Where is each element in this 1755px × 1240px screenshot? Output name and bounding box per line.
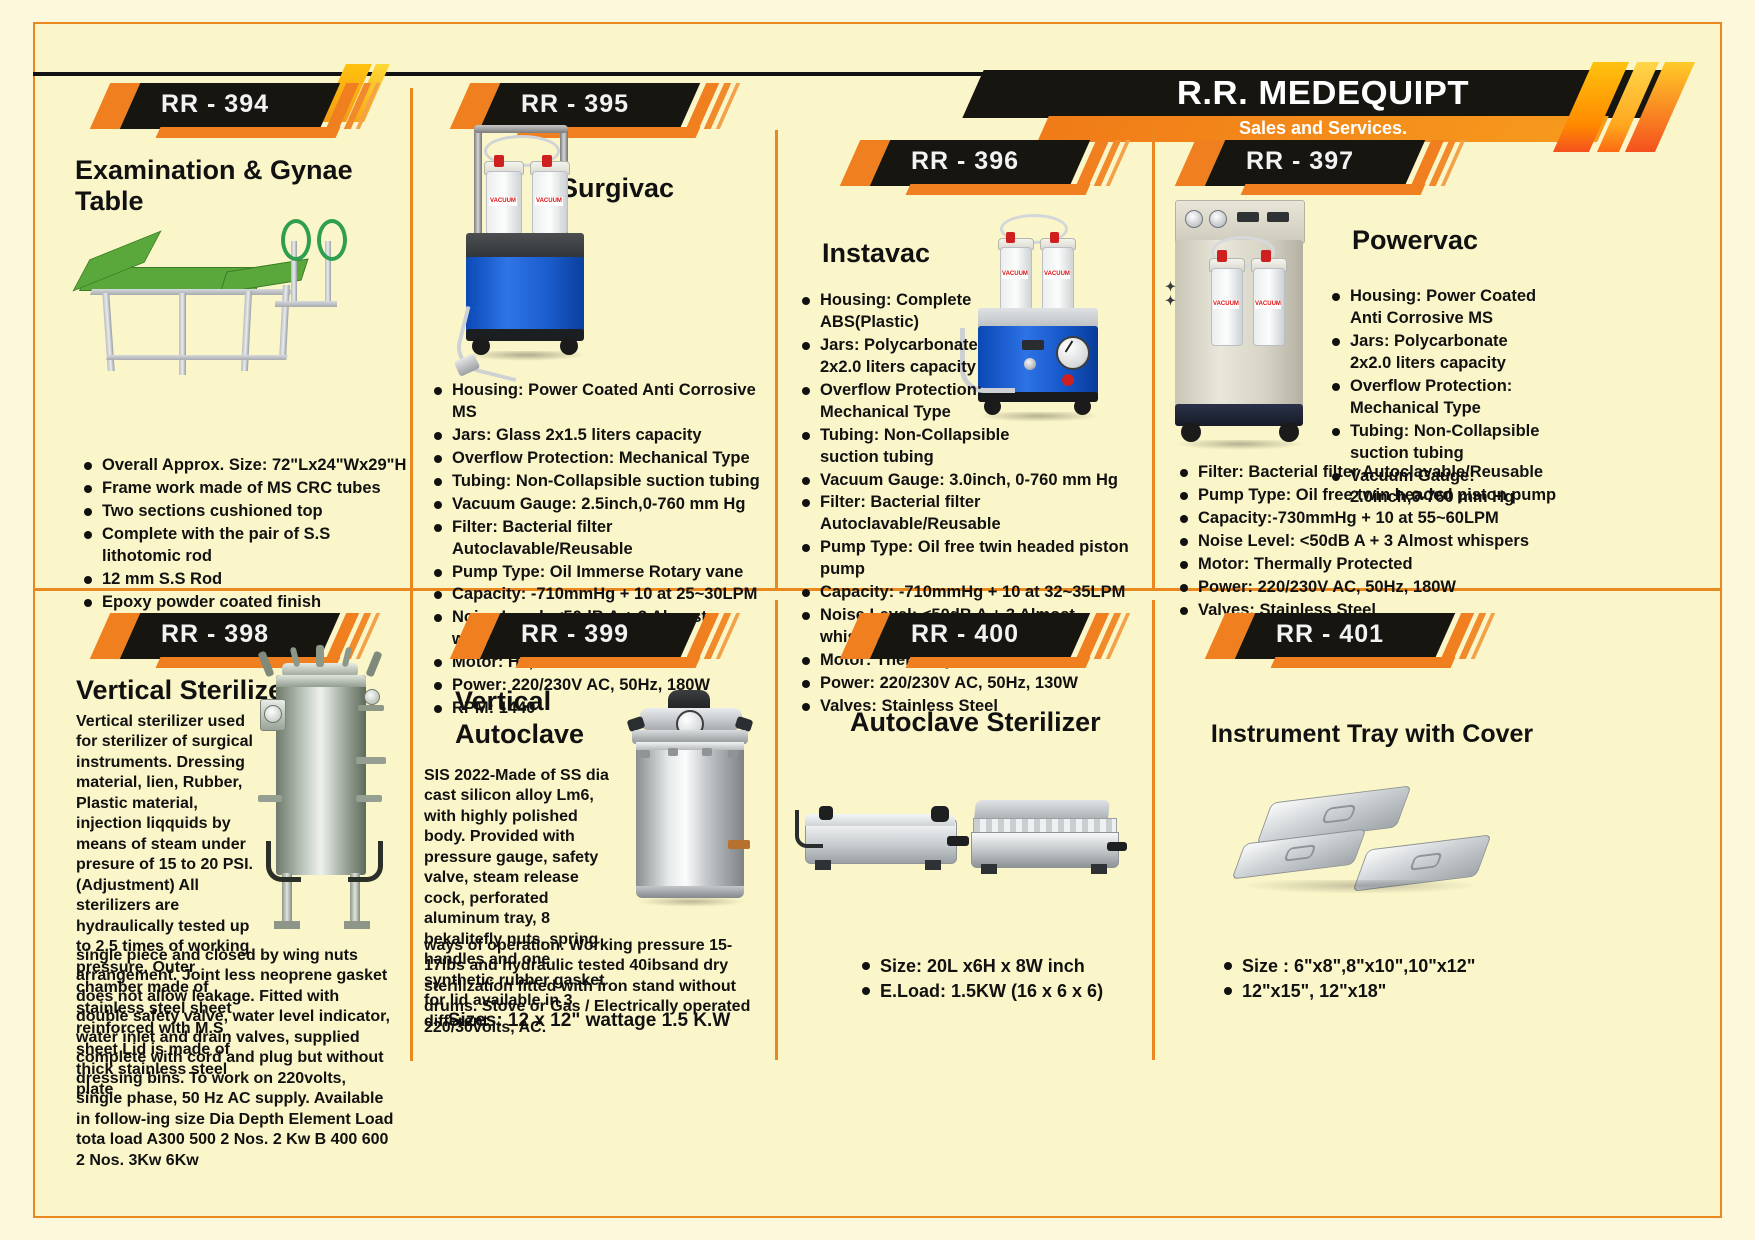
spec-item: Complete with the pair of S.S lithotomic…	[82, 524, 407, 568]
divider-vertical-1	[410, 88, 413, 588]
spec-list-rr-401: Size : 6"x8",8"x10",10"x12" 12"x15", 12"…	[1222, 955, 1542, 1005]
product-code-label: RR - 395	[520, 90, 630, 118]
product-code-label: RR - 399	[520, 620, 630, 648]
spec-item: 12"x15", 12"x18"	[1222, 980, 1542, 1004]
spec-list-rr-400: Size: 20L x6H x 8W inch E.Load: 1.5KW (1…	[860, 955, 1150, 1005]
product-title-rr-398: Vertical Sterilizer	[76, 675, 294, 705]
spec-item: Power: 220/230V AC, 50Hz, 180W	[432, 675, 772, 697]
product-code-badge-rr-395: RR - 395	[449, 83, 741, 138]
surgivac-suction-unit-photo: VACUUM VACUUM	[450, 125, 650, 383]
product-title-rr-396: Instavac	[822, 238, 931, 268]
spec-item: Capacity: -710mmHg + 10 at 32~35LPM	[800, 582, 1150, 604]
product-code-label: RR - 400	[910, 620, 1020, 648]
spec-item: Overflow Protection: Mechanical Type	[432, 448, 772, 470]
product-title-rr-401: Instrument Tray with Cover	[1210, 720, 1534, 748]
divider-vertical-4	[410, 591, 413, 1061]
powervac-suction-unit-photo: VACUUM VACUUM ✦✦	[1165, 200, 1345, 465]
product-title-rr-395: Surgivac	[560, 173, 675, 203]
product-code-label: RR - 401	[1275, 620, 1385, 648]
vertical-sterilizer-photo	[252, 645, 394, 950]
divider-vertical-6	[1152, 600, 1155, 1060]
spec-item: Pump Type: Oil free twin headed piston p…	[1178, 485, 1558, 507]
spec-list-rr-397-wide: Filter: Bacterial filter Autoclavable/Re…	[1178, 462, 1558, 623]
sizes-note-rr-399: Sizes: 12 x 12" wattage 1.5 K.W	[447, 1010, 731, 1031]
spec-item: Jars: Polycarbonate 2x2.0 liters capacit…	[1330, 331, 1545, 375]
product-title-rr-399: Vertical Autoclave	[455, 686, 585, 749]
product-code-label: RR - 394	[160, 90, 270, 118]
spec-item: Capacity: -710mmHg + 10 at 25~30LPM	[432, 584, 772, 606]
spec-item: Frame work made of MS CRC tubes	[82, 478, 407, 500]
spec-list-rr-395: Housing: Power Coated Anti Corrosive MS …	[432, 380, 772, 721]
instavac-suction-unit-photo: VACUUM VACUUM	[960, 208, 1135, 438]
product-code-badge-rr-401: RR - 401	[1204, 613, 1496, 668]
product-code-badge-rr-394: RR - 394	[89, 83, 381, 138]
spec-item: Vacuum Gauge: 2.0inch,0-760 mm Hg	[1330, 466, 1545, 510]
product-code-badge-rr-396: RR - 396	[839, 140, 1131, 195]
spec-item: Noise Level: <50dB A + 3 Almost whispers	[1178, 531, 1558, 553]
examination-gynae-table-photo	[72, 215, 365, 405]
spec-item: Housing: Power Coated Anti Corrosive MS	[432, 380, 772, 424]
product-code-badge-rr-399: RR - 399	[449, 613, 741, 668]
divider-vertical-2	[775, 130, 778, 588]
description-rr-398-narrow: Vertical sterilizer used for sterilizer …	[76, 713, 253, 1099]
spec-list-rr-394: Overall Approx. Size: 72"Lx24"Wx29"H Fra…	[82, 455, 407, 615]
product-code-label: RR - 397	[1245, 147, 1355, 175]
spec-item: Power: 220/230V AC, 50Hz, 130W	[800, 673, 1150, 695]
autoclave-sterilizer-photo	[795, 790, 1127, 935]
description-rr-398-wide: single piece and closed by wing nuts arr…	[76, 947, 394, 1169]
spec-item: Housing: Complete ABS(Plastic)	[800, 290, 1150, 334]
spec-item: Valves: Stainless Steel	[800, 696, 1150, 718]
product-title-rr-394: Examination & Gynae Table	[75, 155, 353, 216]
product-title-rr-397: Powervac	[1352, 225, 1479, 255]
spec-item: Pump Type: Oil Immerse Rotary vane	[432, 562, 772, 584]
spec-item: Capacity:-730mmHg + 10 at 55~60LPM	[1178, 508, 1558, 530]
product-code-label: RR - 396	[910, 147, 1020, 175]
spec-item: Vacuum Gauge: 3.0inch, 0-760 mm Hg	[800, 470, 1150, 492]
spec-item: Size : 6"x8",8"x10",10"x12"	[1222, 955, 1542, 979]
spec-item: Tubing: Non-Collapsible suction tubing	[800, 425, 1150, 469]
spec-item: Filter: Bacterial filter Autoclavable/Re…	[432, 517, 772, 561]
spec-item: Pump Type: Oil free twin headed piston p…	[800, 537, 1150, 581]
spec-item: Jars: Polycarbonate 2x2.0 liters capacit…	[800, 335, 1150, 379]
spec-item: E.Load: 1.5KW (16 x 6 x 6)	[860, 980, 1150, 1004]
spec-item: Filter: Bacterial filter Autoclavable/Re…	[800, 492, 1150, 536]
spec-item: Housing: Power Coated Anti Corrosive MS	[1330, 286, 1545, 330]
product-code-badge-rr-398: RR - 398	[89, 613, 381, 668]
spec-item: RPM: 1440	[432, 698, 772, 720]
spec-item: Jars: Glass 2x1.5 liters capacity	[432, 425, 772, 447]
spec-item: Overflow Protection: Mechanical Type	[800, 380, 1150, 424]
product-code-label: RR - 398	[160, 620, 270, 648]
instrument-tray-with-cover-photo	[1220, 785, 1500, 925]
product-title-rr-400: Autoclave Sterilizer	[850, 707, 1101, 737]
spec-item: Overflow Protection: Mechanical Type	[1330, 376, 1545, 420]
spec-item: Filter: Bacterial filter Autoclavable/Re…	[1178, 462, 1558, 484]
spec-item: Tubing: Non-Collapsible suction tubing	[432, 471, 772, 493]
divider-vertical-5	[775, 600, 778, 1060]
product-code-badge-rr-400: RR - 400	[839, 613, 1131, 668]
vertical-autoclave-photo	[610, 690, 770, 925]
product-code-badge-rr-397: RR - 397	[1174, 140, 1466, 195]
spec-list-rr-397: Housing: Power Coated Anti Corrosive MS …	[1330, 286, 1545, 510]
spec-item: Two sections cushioned top	[82, 501, 407, 523]
description-rr-399-wide: ways of operation. Working pressure 15-1…	[424, 937, 751, 1036]
spec-item: Size: 20L x6H x 8W inch	[860, 955, 1150, 979]
spec-item: Epoxy powder coated finish	[82, 592, 407, 614]
divider-horizontal	[35, 588, 1720, 591]
spec-item: Vacuum Gauge: 2.5inch,0-760 mm Hg	[432, 494, 772, 516]
spec-item: Overall Approx. Size: 72"Lx24"Wx29"H	[82, 455, 407, 477]
description-rr-399-narrow: SIS 2022-Made of SS dia cast silicon all…	[424, 767, 609, 1030]
spec-item: Power: 220/230V AC, 50Hz, 180W	[1178, 577, 1558, 599]
spec-item: Tubing: Non-Collapsible suction tubing	[1330, 421, 1545, 465]
spec-item: 12 mm S.S Rod	[82, 569, 407, 591]
spec-item: Motor: Thermally Protected	[1178, 554, 1558, 576]
divider-vertical-3	[1152, 130, 1155, 588]
